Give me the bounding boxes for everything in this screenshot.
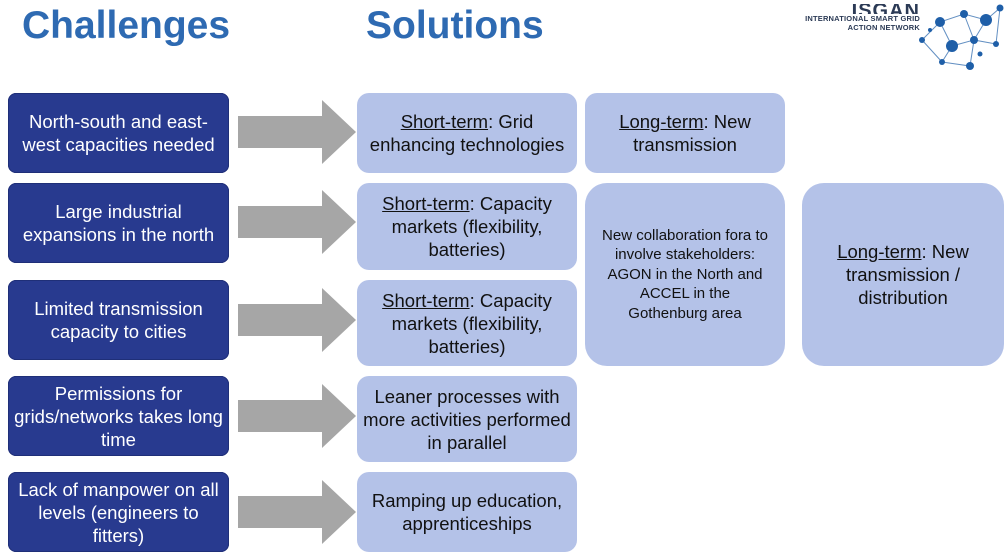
challenge-box-north-south: North-south and east-west capacities nee…	[8, 93, 229, 173]
challenge-text: Lack of manpower on all levels (engineer…	[18, 478, 219, 546]
isgan-logo: ISGAN INTERNATIONAL SMART GRID ACTION NE…	[805, 0, 1008, 72]
solution-text: Ramping up education, apprenticeships	[371, 490, 563, 534]
challenge-text: Permissions for grids/networks takes lon…	[14, 382, 223, 450]
challenges-heading: Challenges	[22, 4, 231, 47]
challenge-box-industrial-expansions: Large industrial expansions in the north	[8, 183, 229, 263]
term-label: Short-term	[400, 111, 489, 132]
solution-box-education: Ramping up education, apprenticeships	[357, 472, 577, 552]
term-label: Short-term	[382, 289, 470, 311]
term-label: Short-term	[382, 193, 470, 214]
challenge-box-transmission-capacity: Limited transmission capacity to cities	[8, 280, 229, 360]
challenge-text: Limited transmission capacity to cities	[34, 298, 203, 342]
solution-text: Short-term: Capacity markets (flexibilit…	[361, 289, 573, 358]
right-arrow-icon	[238, 384, 356, 448]
solution-text: Short-term: Capacity markets (flexibilit…	[361, 192, 573, 261]
solution-detail: : Capacity markets (flexibility, batteri…	[391, 193, 552, 260]
right-arrow-icon	[238, 480, 356, 544]
solution-box-grid-enhancing: Short-term: Grid enhancing technologies	[357, 93, 577, 173]
solution-text: Long-term: New transmission / distributi…	[820, 240, 986, 309]
challenge-text: North-south and east-west capacities nee…	[22, 111, 215, 155]
logo-line-2: ACTION NETWORK	[847, 23, 920, 32]
challenge-box-manpower: Lack of manpower on all levels (engineer…	[8, 472, 229, 552]
solution-text: Long-term: New transmission	[589, 110, 781, 156]
solution-detail: : Grid enhancing technologies	[369, 111, 565, 155]
solution-detail: : New transmission	[633, 111, 751, 155]
term-label: Long-term	[619, 111, 704, 132]
logo-text: ISGAN INTERNATIONAL SMART GRID ACTION NE…	[720, 4, 920, 32]
logo-title: ISGAN	[720, 4, 920, 14]
right-arrow-icon	[238, 288, 356, 352]
challenge-text: Large industrial expansions in the north	[22, 201, 215, 245]
solution-box-leaner-processes: Leaner processes with more activities pe…	[357, 376, 577, 462]
solution-detail: : New transmission / distribution	[845, 241, 969, 308]
challenge-box-permissions: Permissions for grids/networks takes lon…	[8, 376, 229, 456]
solution-text: Leaner processes with more activities pe…	[363, 385, 571, 453]
solution-text: Short-term: Grid enhancing technologies	[361, 110, 573, 156]
solution-text: New collaboration fora to involve stakeh…	[602, 226, 768, 322]
term-label: Long-term	[837, 241, 922, 262]
solution-box-capacity-markets-2: Short-term: Capacity markets (flexibilit…	[357, 280, 577, 366]
solution-detail: : Capacity markets (flexibility, batteri…	[391, 289, 552, 357]
logo-line-1: INTERNATIONAL SMART GRID	[805, 14, 920, 23]
solution-box-longterm-transmission: Long-term: New transmission	[585, 93, 785, 173]
right-arrow-icon	[238, 100, 356, 164]
solutions-heading: Solutions	[366, 4, 544, 47]
right-arrow-icon	[238, 190, 356, 254]
solution-box-collaboration-fora: New collaboration fora to involve stakeh…	[585, 183, 785, 366]
network-dots-icon	[919, 4, 1004, 70]
solution-box-capacity-markets-1: Short-term: Capacity markets (flexibilit…	[357, 183, 577, 270]
solution-box-longterm-distribution: Long-term: New transmission / distributi…	[802, 183, 1004, 366]
